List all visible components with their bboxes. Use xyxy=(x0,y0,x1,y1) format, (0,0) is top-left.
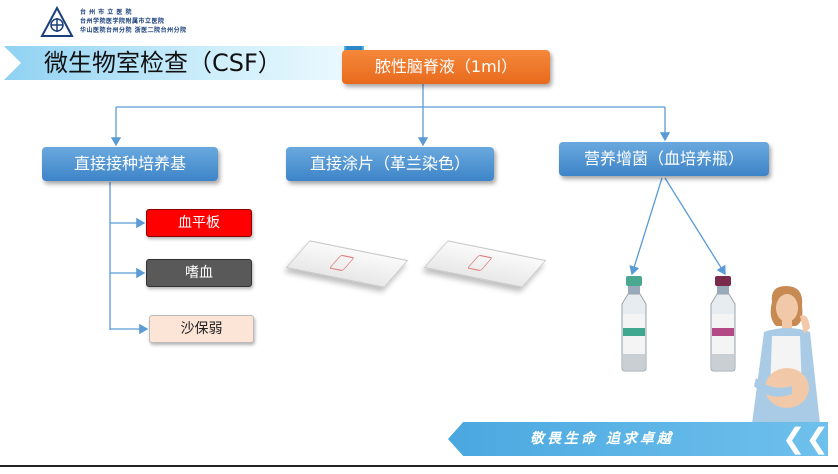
chevron-left-icon: ❮❮ xyxy=(782,422,829,455)
connector-bottle-2 xyxy=(664,177,726,276)
footer-banner xyxy=(448,422,828,456)
page-title: 微生物室检查（CSF） xyxy=(44,49,282,77)
category-culture-media: 直接接种培养基 xyxy=(42,147,218,181)
title-banner-highlight xyxy=(4,46,344,80)
hospital-logo: 台 州 市 立 医 院 台州学院医学院附属市立医院 华山医院台州分院 浙医二院台… xyxy=(40,5,210,40)
hospital-name: 台 州 市 立 医 院 台州学院医学院附属市立医院 华山医院台州分院 浙医二院台… xyxy=(80,8,210,35)
category-smear: 直接涂片（革兰染色） xyxy=(286,147,494,181)
connector-bottle-1 xyxy=(629,177,663,276)
footer-slogan: 敬畏生命 追求卓越 xyxy=(530,431,674,447)
media-blood-agar: 血平板 xyxy=(146,209,252,237)
blood-culture-bottle-icon xyxy=(619,276,649,372)
media-haemophilus: 嗜血 xyxy=(146,259,252,287)
blood-culture-bottle-icon xyxy=(708,276,738,372)
logo-line: 台州学院医学院附属市立医院 xyxy=(80,18,165,25)
footer-divider xyxy=(0,465,838,467)
root-node: 脓性脑脊液（1ml） xyxy=(342,50,550,84)
hospital-logo-icon xyxy=(40,5,74,40)
pregnant-woman-image xyxy=(742,282,832,424)
logo-line: 华山医院台州分院 浙医二院台州分院 xyxy=(80,27,187,34)
logo-line: 台 州 市 立 医 院 xyxy=(80,9,132,16)
category-enrichment: 营养增菌（血培养瓶） xyxy=(559,142,769,176)
media-sabouraud: 沙保弱 xyxy=(149,315,254,343)
